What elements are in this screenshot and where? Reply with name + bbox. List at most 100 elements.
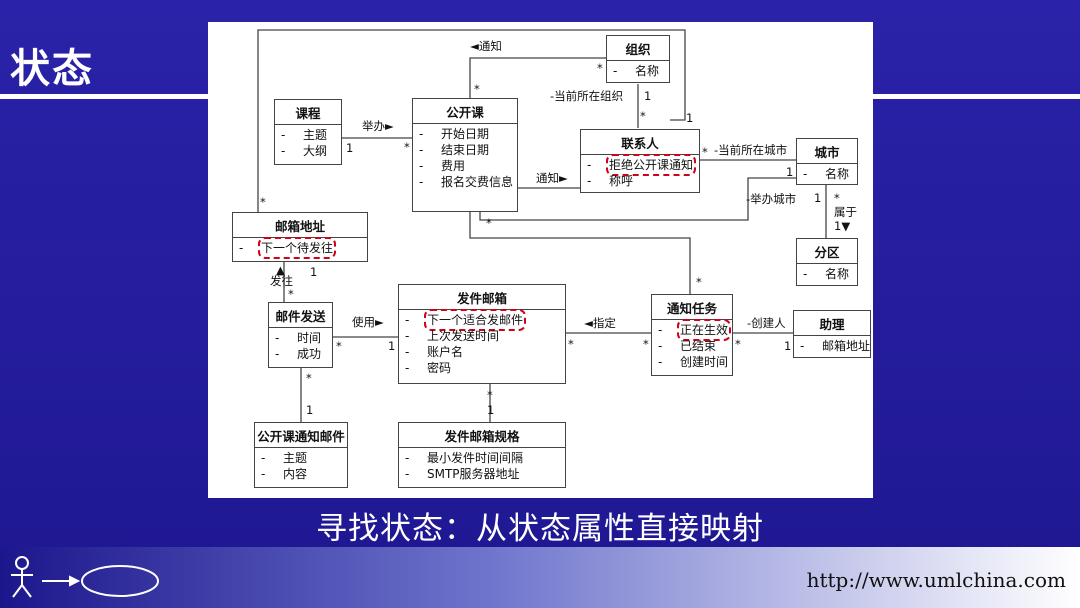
line-mailaddr-org <box>257 29 686 212</box>
mult-one: 1 <box>814 191 822 205</box>
mult-star: * <box>643 337 649 351</box>
class-name: 发件邮箱规格 <box>399 423 565 448</box>
umlchina-logo-icon <box>11 556 159 598</box>
highlighted-attribute: 拒绝公开课通知 <box>605 154 697 176</box>
label-creator: -创建人 <box>747 316 786 330</box>
class-name: 公开课通知邮件 <box>255 423 347 448</box>
label-send-to: 发往 <box>270 274 293 288</box>
mult-one: 1 <box>686 111 694 125</box>
class-course-notify-mail[interactable]: 公开课通知邮件 -主题 -内容 <box>254 422 348 488</box>
mult-star: * <box>568 337 574 351</box>
label-use: 使用► <box>352 315 384 329</box>
footer-url[interactable]: http://www.umlchina.com <box>806 568 1066 592</box>
mult-star: * <box>487 388 493 402</box>
mult-star: * <box>336 339 342 353</box>
attribute: 创建时间 <box>680 355 729 369</box>
visibility-mark: - <box>613 64 618 78</box>
visibility-mark: - <box>405 467 410 481</box>
attribute: 内容 <box>283 467 308 481</box>
visibility-mark: - <box>281 144 286 158</box>
mult-star: * <box>306 371 312 385</box>
mult-star: * <box>696 275 702 289</box>
class-name: 组织 <box>607 36 669 61</box>
label-hold: 举办► <box>362 119 394 133</box>
mult-star: * <box>486 216 492 230</box>
attribute: 称呼 <box>609 174 634 188</box>
class-name: 公开课 <box>413 99 517 124</box>
slide-subtitle: 寻找状态：从状态属性直接映射 <box>316 511 764 547</box>
class-course[interactable]: 课程 -主题 -大纲 <box>274 99 342 165</box>
attribute: 成功 <box>297 347 322 361</box>
mult-star: * <box>288 287 294 301</box>
class-public-course[interactable]: 公开课 -开始日期 -结束日期 -费用 -报名交费信息 <box>412 98 518 212</box>
mult-one: 1 <box>306 403 314 417</box>
association-lines <box>257 29 827 422</box>
mult-one: 1 <box>487 403 495 417</box>
class-mailbox-spec[interactable]: 发件邮箱规格 -最小发件时间间隔 -SMTP服务器地址 <box>398 422 566 488</box>
uml-class-diagram: 课程 -主题 -大纲 公开课 -开始日期 -结束日期 -费用 -报名交费信息 组… <box>208 22 873 498</box>
visibility-mark: - <box>419 127 424 141</box>
attribute: SMTP服务器地址 <box>427 467 520 481</box>
mult-one: 1 <box>388 339 396 353</box>
class-assistant[interactable]: 助理 -邮箱地址 <box>793 310 871 358</box>
class-city[interactable]: 城市 -名称 <box>796 138 858 185</box>
visibility-mark: - <box>587 158 592 172</box>
mult-star: * <box>474 82 480 96</box>
class-mail-send[interactable]: 邮件发送 -时间 -成功 <box>268 302 333 368</box>
visibility-mark: - <box>405 329 410 343</box>
attribute: 已结束 <box>680 339 717 353</box>
attribute: 大纲 <box>303 144 328 158</box>
attribute: 名称 <box>635 64 660 78</box>
visibility-mark: - <box>587 174 592 188</box>
attribute: 名称 <box>825 267 850 281</box>
attribute: 报名交费信息 <box>441 175 514 189</box>
line-course-org-notify <box>469 57 606 98</box>
mult-star: * <box>640 109 646 123</box>
class-name: 助理 <box>794 311 870 336</box>
class-sender-mailbox[interactable]: 发件邮箱 -下一个适合发邮件 -上次发送时间 -账户名 -密码 <box>398 284 566 384</box>
visibility-mark: - <box>803 167 808 181</box>
visibility-mark: - <box>405 313 410 327</box>
label-notify-top: ◄通知 <box>470 39 502 53</box>
visibility-mark: - <box>405 345 410 359</box>
mult-star: * <box>702 145 708 159</box>
visibility-mark: - <box>800 339 805 353</box>
class-name: 发件邮箱 <box>399 285 565 310</box>
class-name: 分区 <box>797 239 857 264</box>
mult-one: 1 <box>346 141 354 155</box>
visibility-mark: - <box>803 267 808 281</box>
class-mail-address[interactable]: 邮箱地址 -下一个待发往 <box>232 212 368 262</box>
visibility-mark: - <box>419 175 424 189</box>
send-to-arrow: ▲ <box>276 263 285 277</box>
visibility-mark: - <box>239 241 244 255</box>
attribute: 上次发送时间 <box>427 329 500 343</box>
label-current-org: -当前所在组织 <box>550 89 624 103</box>
visibility-mark: - <box>419 143 424 157</box>
mult-star: * <box>597 61 603 75</box>
class-name: 联系人 <box>581 130 699 155</box>
mult-one: 1 <box>644 89 652 103</box>
attribute: 主题 <box>303 128 328 142</box>
attribute: 账户名 <box>427 345 464 359</box>
line-publiccourse-city <box>479 177 796 221</box>
visibility-mark: - <box>405 361 410 375</box>
visibility-mark: - <box>281 128 286 142</box>
label-current-city: -当前所在城市 <box>714 143 788 157</box>
attribute: 开始日期 <box>441 127 490 141</box>
slide-title: 状态 <box>10 46 94 92</box>
visibility-mark: - <box>658 339 663 353</box>
visibility-mark: - <box>275 347 280 361</box>
label-assign: ◄指定 <box>584 316 616 330</box>
class-name: 通知任务 <box>652 295 732 320</box>
class-name: 城市 <box>797 139 857 164</box>
mult-belongs-one: 1▼ <box>834 219 851 233</box>
class-organization[interactable]: 组织 - 名称 <box>606 35 670 83</box>
class-district[interactable]: 分区 - 名称 <box>796 238 858 286</box>
class-notify-task[interactable]: 通知任务 -正在生效 -已结束 -创建时间 <box>651 294 733 376</box>
footer-bar: http://www.umlchina.com <box>0 547 1080 608</box>
attribute: 费用 <box>441 159 466 173</box>
class-name: 邮箱地址 <box>233 213 367 238</box>
visibility-mark: - <box>658 323 663 337</box>
visibility-mark: - <box>275 331 280 345</box>
class-contact[interactable]: 联系人 -拒绝公开课通知 - 称呼 <box>580 129 700 193</box>
